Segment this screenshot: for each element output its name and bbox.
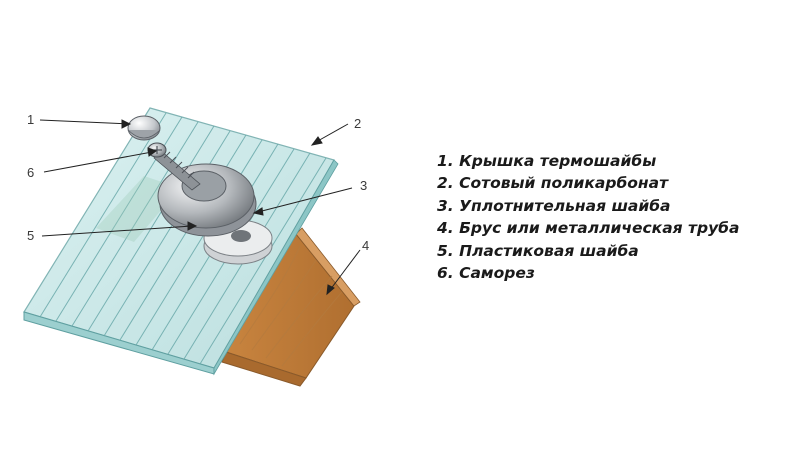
leader-line-2 [315,123,349,143]
legend-item: 6. Саморез [437,264,535,283]
leader-line-1 [39,119,131,125]
thermal-washer-cap [127,115,161,141]
plastic-washer [157,163,257,237]
honeycomb-polycarbonate-sheet [23,107,339,376]
legend-item: 4. Брус или металлическая труба [437,219,740,238]
leader-lines [39,119,361,296]
legend-item: 5. Пластиковая шайба [437,241,639,260]
callout-number-3: 3 [360,178,368,193]
callout-number-5: 5 [27,228,35,243]
wooden-beam [221,227,361,387]
callout-number-2: 2 [354,116,362,131]
legend-item: 1. Крышка термошайбы [437,152,657,170]
callout-number-6: 6 [27,165,35,180]
leader-line-3 [257,187,353,213]
parts-legend: 1. Крышка термошайбы 2. Сотовый поликарб… [437,150,739,284]
legend-item: 2. Сотовый поликарбонат [437,174,669,193]
callout-number-1: 1 [27,112,35,127]
leader-line-4 [329,249,361,291]
leader-line-6 [43,151,153,173]
leader-line-5 [41,225,193,237]
legend-item: 3. Уплотнительная шайба [437,196,671,215]
callout-number-4: 4 [362,238,370,253]
